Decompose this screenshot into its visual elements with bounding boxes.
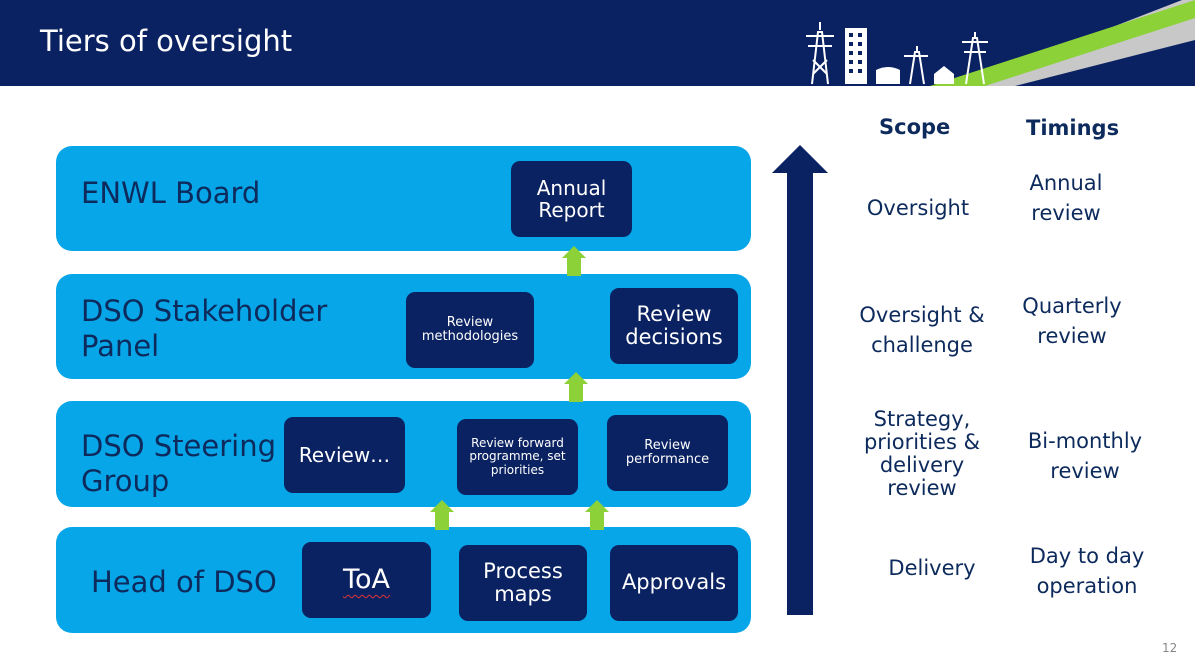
approvals-box: Approvals <box>610 545 738 621</box>
tier-enwl-board: ENWL Board Annual Report <box>56 146 751 251</box>
tier-stakeholder-panel: DSO Stakeholder Panel Review methodologi… <box>56 274 751 379</box>
header-bar: Tiers of oversight <box>0 0 1195 86</box>
scope-cell: Oversight <box>866 196 970 220</box>
annual-report-box: Annual Report <box>511 161 632 237</box>
scope-cell: Delivery <box>888 556 976 580</box>
pylon-icon <box>806 22 834 85</box>
review-performance-box: Review performance <box>607 415 728 491</box>
review-forward-programme-box: Review forward programme, set priorities <box>457 419 578 495</box>
page-number: 12 <box>1162 641 1178 655</box>
house-icon <box>934 66 954 84</box>
review-decisions-box: Review decisions <box>610 288 738 364</box>
large-up-arrow <box>772 145 828 615</box>
tier-label: DSO Steering Group <box>81 429 277 498</box>
small-pylon-icon <box>904 46 928 85</box>
tier-steering-group: DSO Steering Group Review… Review forwar… <box>56 401 751 507</box>
scope-cell: Oversight & challenge <box>859 303 985 357</box>
tier-label: DSO Stakeholder Panel <box>81 294 328 363</box>
toa-box: ToA <box>302 542 431 618</box>
review-methodologies-box: Review methodologies <box>406 292 534 368</box>
scope-header: Scope <box>879 115 951 139</box>
header-decoration <box>806 0 1195 86</box>
factory-icon <box>876 67 900 84</box>
tier-label: Head of DSO <box>91 565 277 599</box>
timing-cell: Day to day operation <box>1029 544 1145 598</box>
tier-head-of-dso: Head of DSO ToA Process maps Approvals <box>56 527 751 633</box>
page-title: Tiers of oversight <box>40 24 293 58</box>
scope-cell: Strategy, priorities & delivery review <box>863 407 981 500</box>
building-icon <box>845 28 867 84</box>
green-swoosh <box>930 0 1195 86</box>
pylon-right-icon <box>962 32 988 85</box>
process-maps-box: Process maps <box>459 545 587 621</box>
tier-label: ENWL Board <box>81 176 261 210</box>
timings-header: Timings <box>1026 116 1120 140</box>
timing-cell: Quarterly review <box>1022 294 1122 348</box>
review-ellipsis-box: Review… <box>284 417 405 493</box>
timing-cell: Bi-monthly review <box>1027 429 1143 483</box>
timing-cell: Annual review <box>1029 171 1103 225</box>
